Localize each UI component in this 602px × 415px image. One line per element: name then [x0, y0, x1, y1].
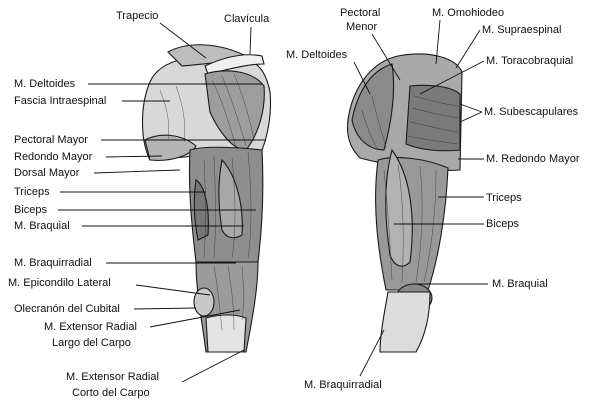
label-pectoral-menor-2: Menor — [346, 21, 378, 33]
left-olecranon — [194, 288, 214, 316]
label-braquial-right: M. Braquial — [492, 278, 548, 290]
label-trapecio: Trapecio — [116, 10, 158, 22]
label-olecranon: Olecranón del Cubital — [14, 303, 120, 315]
label-toracobraquial: M. Toracobraquial — [486, 55, 573, 67]
label-redondo-mayor-right: M. Redondo Mayor — [486, 153, 580, 165]
label-extensor-corto-1: M. Extensor Radial — [66, 371, 159, 383]
leader-olecranon — [134, 308, 196, 309]
leader-subescapulares-b — [460, 112, 482, 122]
label-pectoral-mayor: Pectoral Mayor — [14, 134, 88, 146]
label-omohiodeo: M. Omohiodeo — [432, 7, 504, 19]
label-subescapulares: M. Subescapulares — [484, 106, 579, 118]
label-braquirradial-right: M. Braquirradial — [304, 379, 382, 391]
label-extensor-largo-2: Largo del Carpo — [52, 337, 131, 349]
label-redondo-mayor-left: Redondo Mayor — [14, 151, 93, 163]
right-subscapulars — [406, 85, 460, 150]
label-epicondilo: M. Epicondilo Lateral — [8, 277, 111, 289]
label-extensor-largo-1: M. Extensor Radial — [44, 321, 137, 333]
label-braquial-left: M. Braquial — [14, 220, 70, 232]
leader-dorsal-mayor — [94, 170, 180, 173]
label-extensor-corto-2: Corto del Carpo — [72, 387, 150, 399]
left-arm-illustration — [143, 45, 271, 352]
label-fascia: Fascia Intraespinal — [14, 95, 106, 107]
leader-extensor-corto — [182, 350, 244, 382]
label-biceps-right: Biceps — [486, 218, 520, 230]
label-deltoides-right: M. Deltoides — [286, 49, 348, 61]
left-forearm-distal — [206, 315, 246, 352]
leader-clavicula — [250, 27, 251, 54]
right-arm-illustration — [348, 54, 463, 352]
label-triceps-right: Triceps — [486, 192, 522, 204]
label-braquirradial-left: M. Braquirradial — [14, 257, 92, 269]
label-deltoides-left: M. Deltoides — [14, 78, 76, 90]
label-supraespinal: M. Supraespinal — [482, 24, 562, 36]
leader-subescapulares-a — [460, 104, 482, 112]
leader-supraespinal — [456, 30, 480, 68]
right-forearm — [380, 292, 430, 352]
label-triceps-left: Triceps — [14, 186, 50, 198]
label-dorsal-mayor: Dorsal Mayor — [14, 167, 80, 179]
leader-braquirradial-right — [360, 330, 384, 376]
label-biceps-left: Biceps — [14, 204, 48, 216]
label-clavicula: Clavícula — [224, 13, 270, 25]
label-pectoral-menor-1: Pectoral — [340, 7, 380, 19]
